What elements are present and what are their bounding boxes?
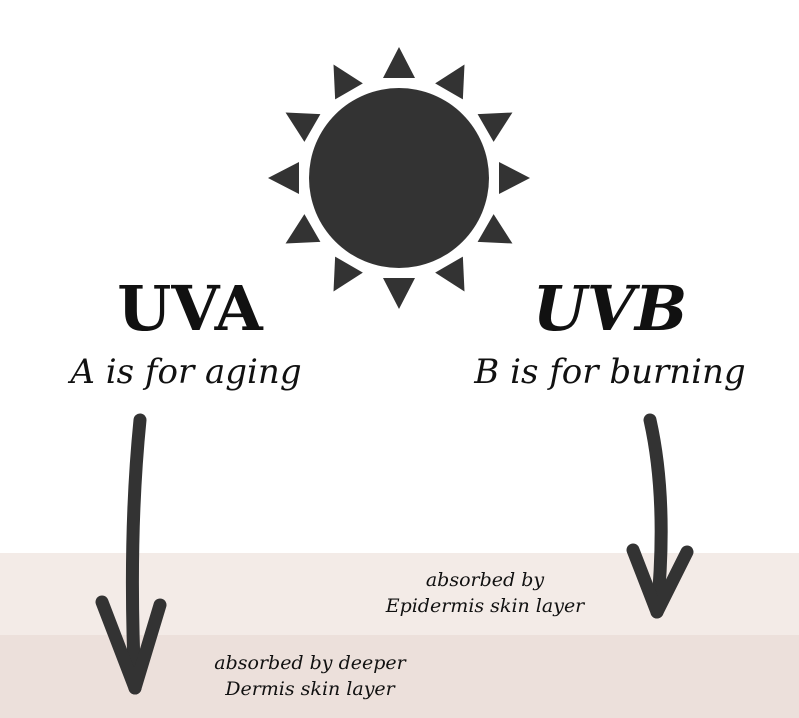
sun-ray (477, 112, 513, 142)
uvb-arrow (643, 413, 668, 619)
epidermis-note: absorbed by Epidermis skin layer (350, 567, 620, 619)
sun-icon (268, 47, 530, 309)
sun-ray (435, 64, 465, 100)
uva-arrow-head (95, 595, 167, 695)
epidermis-note-line2: Epidermis skin layer (385, 595, 585, 617)
uvb-arrow-head (626, 543, 694, 619)
sun-ray (435, 256, 465, 292)
sun-ray (477, 214, 513, 244)
dermis-note-line1: absorbed by deeper (214, 652, 406, 674)
dermis-note-line2: Dermis skin layer (225, 678, 395, 700)
dermis-note: absorbed by deeper Dermis skin layer (180, 650, 440, 702)
uva-title: UVA (117, 272, 263, 345)
sun-ray (383, 278, 415, 309)
uva-arrow (125, 413, 147, 695)
epidermis-note-line1: absorbed by (425, 569, 545, 591)
sun-ray (268, 162, 299, 194)
uvb-title: UVB (532, 272, 688, 345)
uvb-subtitle: B is for burning (474, 352, 746, 392)
sun-ray (499, 162, 530, 194)
uva-subtitle: A is for aging (70, 352, 302, 392)
sun-ray (285, 112, 321, 142)
sun-ray (333, 64, 363, 100)
sun-ray (285, 214, 321, 244)
sun-ray (383, 47, 415, 78)
sun-ray (333, 256, 363, 292)
